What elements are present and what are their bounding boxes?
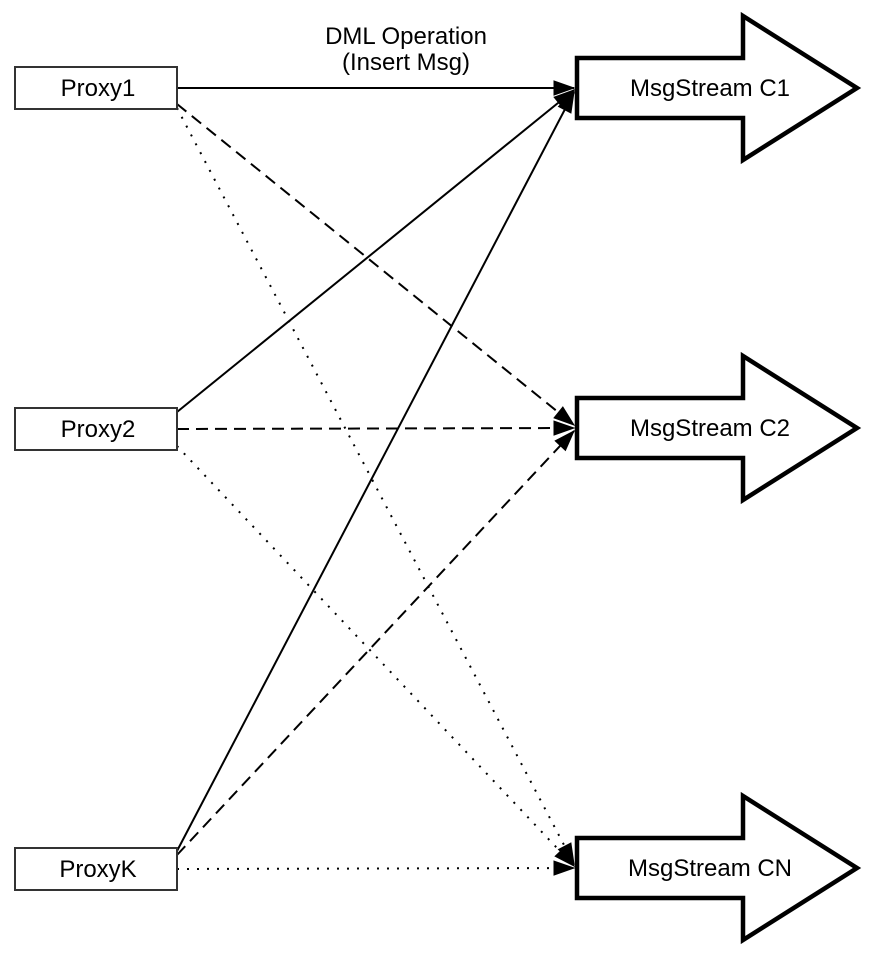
edge-proxy2-msgstream-cn [176, 445, 576, 868]
proxyk-label: ProxyK [59, 856, 136, 883]
msgstream-c2-label: MsgStream C2 [630, 415, 790, 442]
msgstream-cn-arrow [574, 791, 862, 945]
edge-proxy2-msgstream-c1 [176, 89, 576, 413]
edge-proxy1-msgstream-cn [176, 107, 575, 866]
proxyk-box [14, 847, 178, 891]
diagram-title-line2: (Insert Msg) [342, 49, 470, 76]
msgstream-cn-label: MsgStream CN [628, 855, 792, 882]
msgstream-c2-arrow [574, 351, 862, 505]
edge-proxy1-msgstream-c2 [176, 103, 576, 426]
proxy1-label: Proxy1 [61, 75, 136, 102]
msgstream-c1-arrow [574, 11, 862, 165]
proxy2-label: Proxy2 [61, 416, 136, 443]
edge-proxy2-msgstream-c2 [176, 420, 576, 436]
proxy1-box [14, 66, 178, 110]
edge-proxyk-msgstream-c2 [176, 429, 576, 856]
edge-proxyk-msgstream-cn [176, 860, 576, 876]
msgstream-c1-label: MsgStream C1 [630, 75, 790, 102]
diagram-title-line1: DML Operation [325, 23, 487, 50]
proxy2-box [14, 407, 178, 451]
edge-proxyk-msgstream-c1 [176, 90, 575, 852]
